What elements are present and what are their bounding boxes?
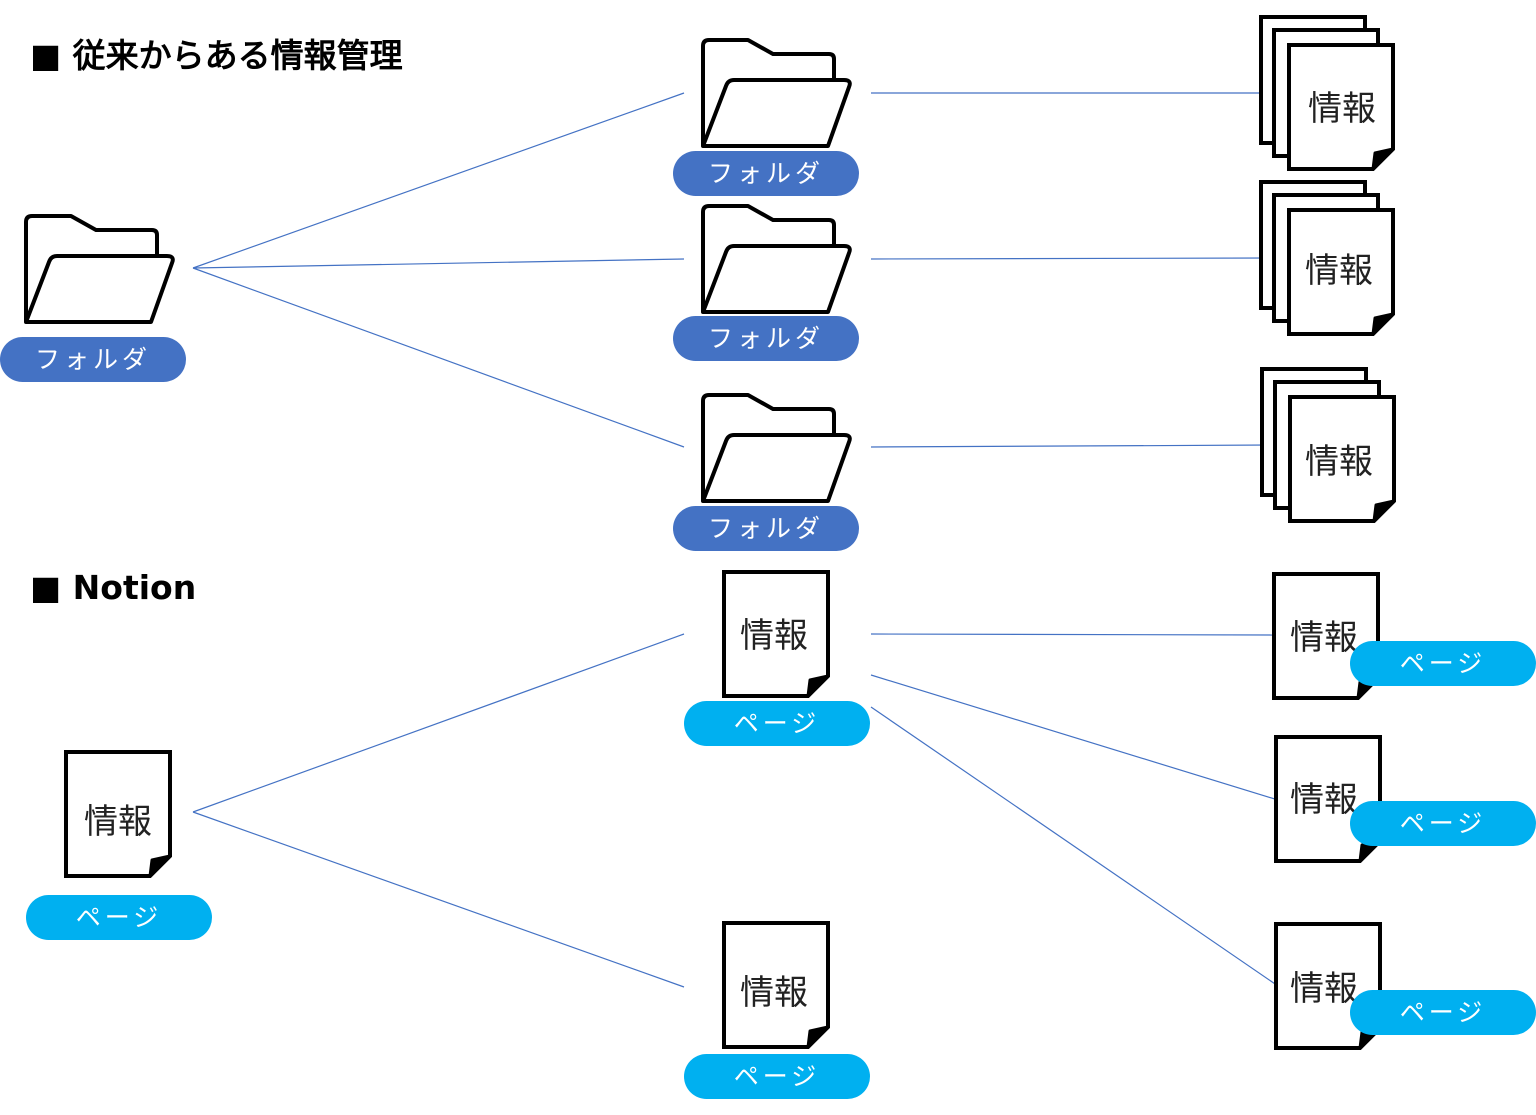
connector-line	[870, 444, 1279, 448]
connector-line	[192, 258, 685, 269]
page-pill-label: ページ	[1400, 809, 1487, 838]
traditional-connectors	[192, 92, 1279, 448]
info-label: 情報	[740, 973, 808, 1013]
info-label: 情報	[1290, 618, 1358, 658]
traditional-section-title: ■ 従来からある情報管理	[30, 36, 403, 75]
folder-pill	[673, 506, 859, 551]
page-pill	[1350, 801, 1536, 846]
connector-line	[870, 257, 1279, 260]
page-pill	[1350, 641, 1536, 686]
connector-line	[870, 706, 1279, 987]
connector-line	[870, 633, 1279, 636]
connector-line	[870, 674, 1279, 801]
info-label: 情報	[1305, 251, 1373, 291]
folder-pill	[673, 316, 859, 361]
folder-icon	[701, 38, 852, 148]
folder-icon	[701, 204, 852, 314]
connector-line	[192, 267, 685, 448]
page-pill-label: ページ	[76, 903, 163, 932]
page-pill-label: ページ	[1400, 649, 1487, 678]
info-label: 情報	[1308, 89, 1376, 129]
notion-connectors	[192, 633, 1279, 988]
folder-icon	[24, 214, 175, 324]
page-pill-label: ページ	[734, 709, 821, 738]
folder-icon	[701, 393, 852, 503]
page-pill	[26, 895, 212, 940]
info-label: 情報	[1305, 442, 1373, 482]
document-icon: 情報	[722, 921, 830, 1049]
page-pill-label: ページ	[734, 1062, 821, 1091]
document-icon: 情報	[64, 750, 172, 878]
page-pill	[1350, 990, 1536, 1035]
document-stack-icon: 情報	[1259, 15, 1395, 171]
document-icon: 情報	[1272, 572, 1380, 700]
page-pill	[684, 701, 870, 746]
info-label: 情報	[1290, 780, 1358, 820]
folder-pill-label: フォルダ	[708, 324, 824, 353]
folder-pill	[673, 151, 859, 196]
page-pill-label: ページ	[1400, 998, 1487, 1027]
document-icon: 情報	[722, 570, 830, 698]
info-label: 情報	[1290, 969, 1358, 1009]
document-stack-icon: 情報	[1260, 367, 1396, 523]
notion-section-title: ■ Notion	[30, 568, 196, 607]
info-label: 情報	[740, 616, 808, 656]
info-label: 情報	[84, 802, 152, 842]
connector-line	[192, 92, 685, 269]
folder-pill	[0, 337, 186, 382]
document-icon: 情報	[1274, 735, 1382, 863]
page-pill	[684, 1054, 870, 1099]
document-icon: 情報	[1274, 922, 1382, 1050]
connector-line	[192, 811, 685, 988]
document-stack-icon: 情報	[1259, 180, 1395, 336]
folder-pill-label: フォルダ	[708, 514, 824, 543]
connector-line	[192, 633, 685, 813]
folder-pill-label: フォルダ	[35, 345, 151, 374]
folder-pill-label: フォルダ	[708, 159, 824, 188]
